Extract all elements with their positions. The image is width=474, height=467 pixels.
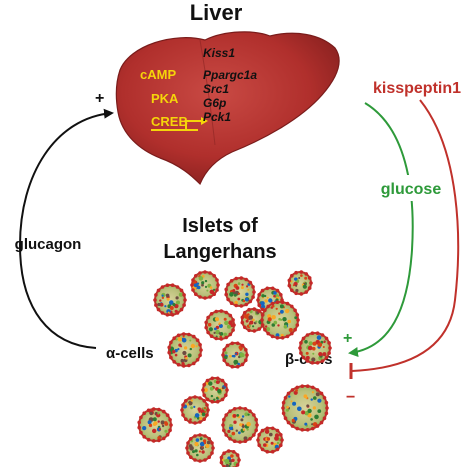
glucose-plus: +: [343, 330, 352, 347]
islet-cluster: [219, 449, 241, 467]
islet-clusters: [137, 270, 332, 467]
liver-organ: [115, 31, 340, 186]
gene-src1: Src1: [203, 82, 229, 96]
islet-cluster: [137, 407, 173, 443]
gene-g6p: G6p: [203, 96, 226, 110]
signal-creb: CREB: [151, 114, 188, 129]
islet-cluster: [190, 270, 220, 300]
kisspeptin-label: kisspeptin1: [373, 80, 461, 97]
islet-cluster: [287, 270, 313, 296]
glucagon-arrow: [18, 108, 114, 349]
glucose-arrow: [348, 102, 414, 357]
islet-cluster: [281, 384, 329, 432]
islet-cluster: [298, 331, 332, 365]
islet-cluster: [185, 433, 215, 463]
glucagon-label: glucagon: [15, 236, 82, 253]
islets-title-line1: Islets of: [182, 215, 258, 237]
gene-ppargc1a: Ppargc1a: [203, 68, 257, 82]
islet-cluster: [221, 406, 259, 444]
islet-cluster: [224, 276, 256, 308]
islet-cluster: [201, 376, 229, 404]
glucose-label: glucose: [381, 181, 442, 198]
alpha-cells-label: α-cells: [106, 345, 154, 362]
creb-promoter-arrowhead: [201, 117, 208, 125]
islet-cluster: [256, 426, 284, 454]
islet-cluster: [260, 300, 300, 340]
islet-cluster: [221, 341, 249, 369]
signal-camp: cAMP: [140, 67, 176, 82]
islet-cluster: [153, 283, 187, 317]
kisspeptin-minus: −: [346, 389, 355, 406]
signal-pka: PKA: [151, 91, 179, 106]
gene-pck1: Pck1: [203, 110, 231, 124]
creb-promoter-arrow: [185, 120, 204, 130]
islets-title-line2: Langerhans: [163, 241, 276, 263]
kisspeptin-inhibition-line: [351, 99, 460, 372]
liver-title: Liver: [190, 0, 243, 25]
glucagon-plus: +: [95, 90, 104, 107]
glucose-label-bg: [366, 175, 458, 201]
islet-cluster: [180, 395, 210, 425]
islet-cluster: [167, 332, 203, 368]
liver-fissure: [199, 39, 216, 146]
gene-kiss1: Kiss1: [203, 46, 235, 60]
islet-cluster: [204, 309, 236, 341]
